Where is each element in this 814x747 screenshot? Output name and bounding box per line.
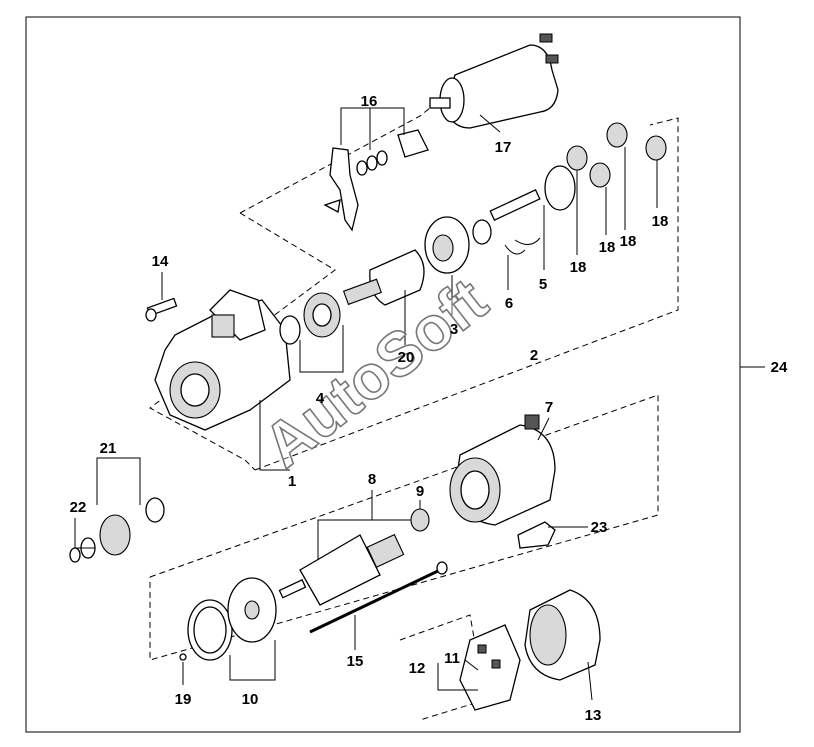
brush-holder xyxy=(437,624,521,711)
pinion-shaft xyxy=(472,165,576,290)
callout-14: 14 xyxy=(152,253,169,270)
shift-lever-parts xyxy=(323,107,429,232)
pinion-stop-set xyxy=(69,457,165,563)
callout-6: 6 xyxy=(505,295,513,312)
small-washer xyxy=(179,653,187,685)
armature-group-outline xyxy=(149,394,659,661)
callout-22: 22 xyxy=(70,499,87,516)
pinion-gears xyxy=(566,122,667,255)
clutch-gear xyxy=(424,216,470,315)
callout-18-c: 18 xyxy=(620,233,637,250)
callout-21: 21 xyxy=(100,440,117,457)
through-bolt xyxy=(309,561,448,650)
callout-4: 4 xyxy=(316,390,325,407)
diagram-frame xyxy=(25,16,741,733)
callout-16: 16 xyxy=(361,93,378,110)
callout-18-b: 18 xyxy=(599,239,616,256)
field-yoke xyxy=(449,414,556,526)
callout-13: 13 xyxy=(585,707,602,724)
solenoid-switch xyxy=(429,33,559,133)
assembly-outlines xyxy=(149,107,679,721)
brush-holder-outline xyxy=(399,614,486,721)
callout-9: 9 xyxy=(416,483,424,500)
callout-2: 2 xyxy=(530,347,538,364)
callout-10: 10 xyxy=(242,691,259,708)
callout-1: 1 xyxy=(288,473,296,490)
callout-12: 12 xyxy=(409,660,426,677)
callout-7: 7 xyxy=(545,399,553,416)
front-housing-outline xyxy=(149,212,336,471)
callout-18-d: 18 xyxy=(652,213,669,230)
overrunning-clutch xyxy=(342,249,425,345)
front-housing xyxy=(154,289,291,471)
callout-labels: 1 2 3 4 5 6 7 8 9 10 11 12 13 14 15 16 1… xyxy=(70,93,788,724)
armature-bearing xyxy=(410,508,430,532)
rear-end-cover xyxy=(524,589,601,701)
bolt xyxy=(145,272,178,322)
brush-terminal xyxy=(517,521,588,549)
callout-19: 19 xyxy=(175,691,192,708)
callout-11: 11 xyxy=(444,650,460,667)
callout-18-a: 18 xyxy=(570,259,587,276)
callout-3: 3 xyxy=(450,321,458,338)
callout-20: 20 xyxy=(398,349,415,366)
callout-15: 15 xyxy=(347,653,364,670)
lever-group-outline xyxy=(239,107,431,214)
callout-23: 23 xyxy=(591,519,608,536)
callout-8: 8 xyxy=(368,471,376,488)
armature xyxy=(278,490,421,606)
callout-24: 24 xyxy=(771,359,788,376)
callout-5: 5 xyxy=(539,276,547,293)
bearing-and-seal xyxy=(279,292,344,373)
thrust-washers xyxy=(187,577,277,681)
callout-17: 17 xyxy=(495,139,512,156)
